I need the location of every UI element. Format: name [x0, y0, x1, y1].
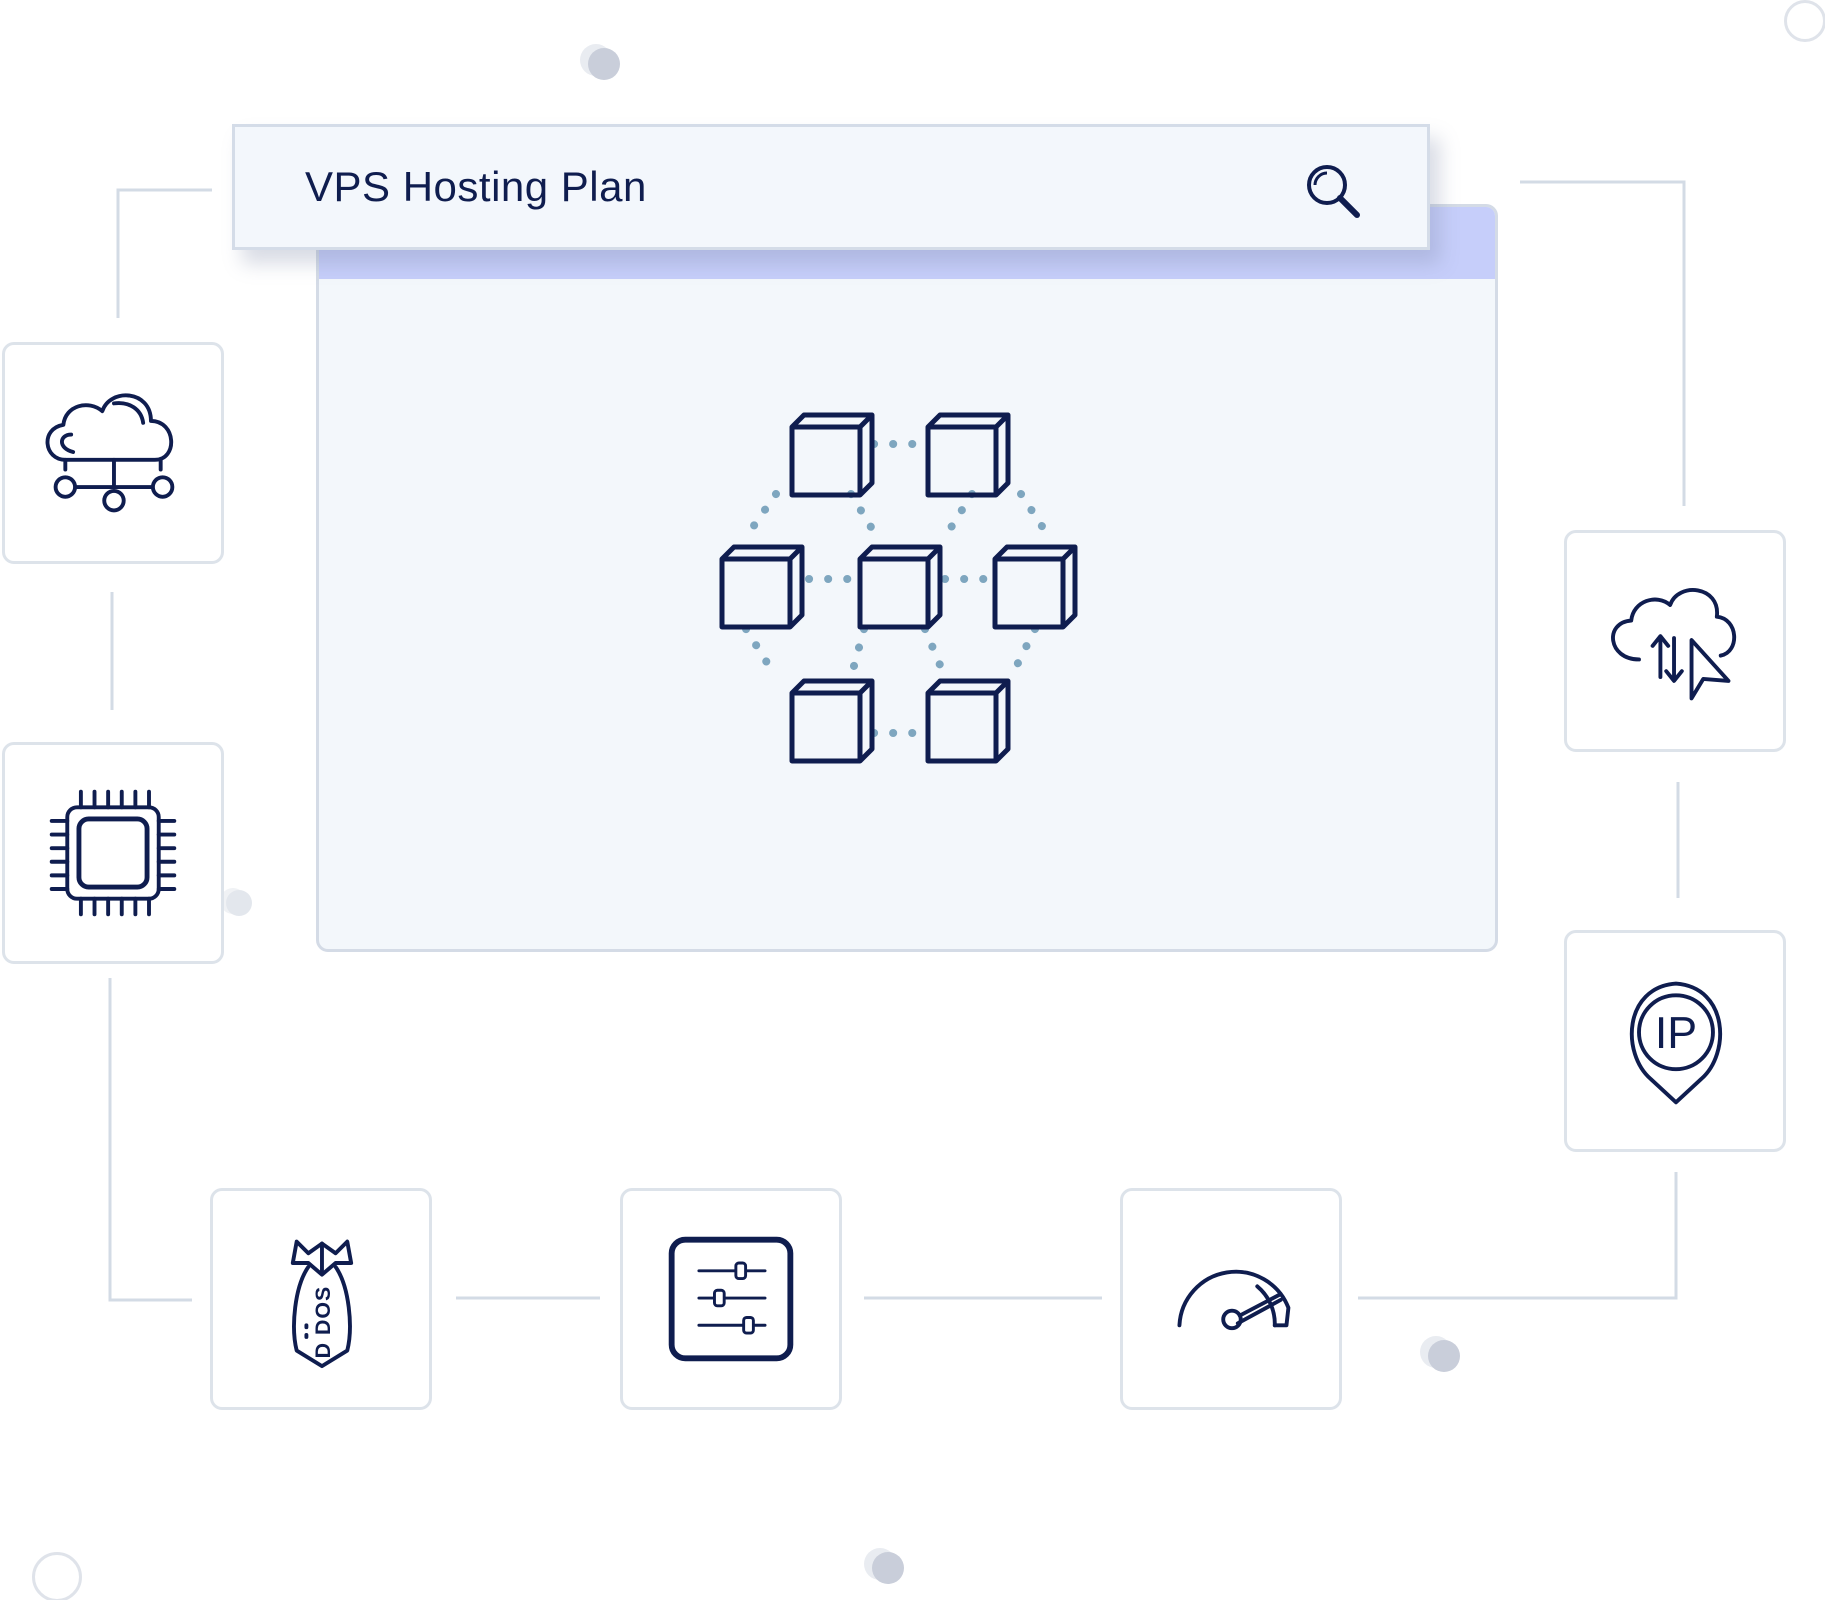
control-sliders-icon: [668, 1236, 794, 1362]
feature-tile-cloud-transfer: [1564, 530, 1786, 752]
feature-tile-ddos: D DOS: [210, 1188, 432, 1410]
feature-tile-speed: [1120, 1188, 1342, 1410]
ip-label: IP: [1655, 1008, 1697, 1058]
browser-window: [316, 204, 1498, 952]
decor-bubble-bottom: [872, 1552, 904, 1584]
ip-location-pin-icon: IP: [1629, 981, 1722, 1105]
decor-bubble-left: [226, 890, 252, 916]
connected-cubes-icon: [319, 207, 1498, 952]
search-bar[interactable]: VPS Hosting Plan: [232, 124, 1430, 250]
speedometer-icon: [1177, 1269, 1291, 1331]
cloud-transfer-cursor-icon: [1611, 588, 1737, 701]
cpu-chip-icon: [49, 789, 177, 917]
feature-tile-cpu: [2, 742, 224, 964]
cloud-network-icon: [45, 393, 175, 513]
decor-bubble-right: [1428, 1340, 1460, 1372]
search-input[interactable]: VPS Hosting Plan: [305, 163, 647, 210]
search-icon[interactable]: [1303, 161, 1365, 223]
decor-ring-top-right: [1784, 0, 1825, 42]
feature-tile-control-panel: [620, 1188, 842, 1410]
decor-ring-bottom-left: [32, 1552, 82, 1600]
decor-bubble-top: [588, 48, 620, 80]
ddos-bomb-icon: D DOS: [290, 1239, 354, 1369]
feature-tile-dedicated-ip: IP: [1564, 930, 1786, 1152]
feature-tile-cloud-network: [2, 342, 224, 564]
ddos-label: D DOS: [311, 1286, 335, 1359]
